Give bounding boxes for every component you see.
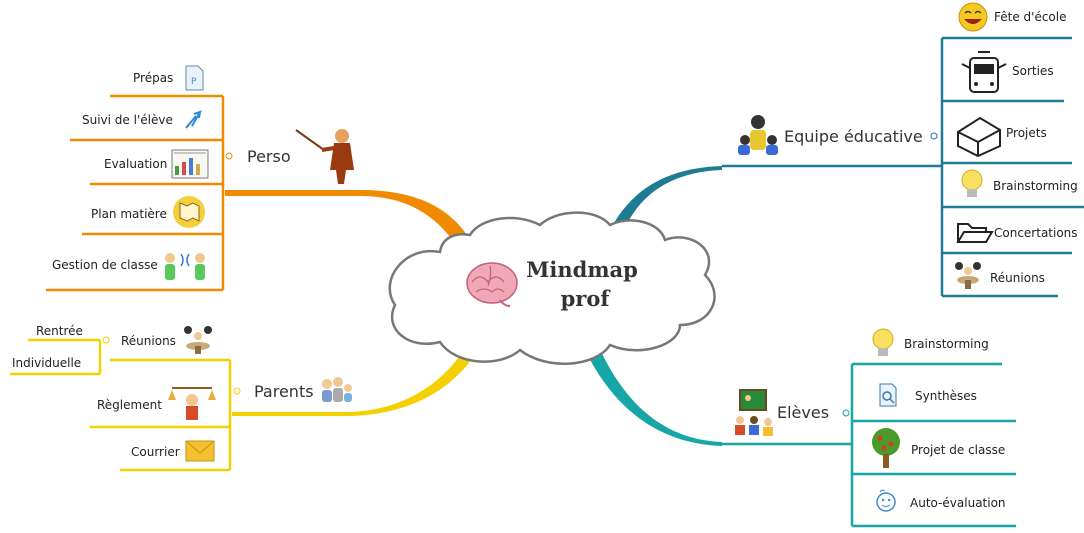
equipe-item-fete[interactable]: Fête d'école [994,10,1067,24]
arrow-icon [185,110,203,129]
eleves-item-brainstorming[interactable]: Brainstorming [904,337,989,351]
equipe-item-projets[interactable]: Projets [1006,126,1047,140]
perso-item-gestion-classe[interactable]: Gestion de classe [52,258,158,272]
perso-item-plan-matiere[interactable]: Plan matière [91,207,167,221]
folder-icon [956,223,994,243]
branch-label-parents[interactable]: Parents [254,382,314,401]
smiley-icon [958,2,988,32]
justice-scale-icon [168,387,216,420]
perso-item-prepas[interactable]: Prépas [133,71,173,85]
parents-item-reglement[interactable]: Règlement [97,398,162,412]
perso-item-suivi[interactable]: Suivi de l'élève [82,113,173,127]
parents-reunions-child-rentree[interactable]: Rentrée [36,324,83,338]
map-icon [173,196,205,228]
people-exchange-icon [165,253,205,280]
lightbulb-icon [872,328,894,356]
brain-icon [466,262,518,307]
envelope-icon [185,440,215,462]
branch-connector-parents [232,340,478,416]
center-cloud [388,211,716,365]
chart-board-icon [171,149,209,179]
eleves-item-auto-evaluation[interactable]: Auto-évaluation [910,496,1006,510]
meeting-icon [955,262,981,289]
parents-item-reunions[interactable]: Réunions [121,334,176,348]
document-icon: P [185,65,204,91]
branch-label-perso[interactable]: Perso [247,147,291,166]
self-eval-icon [876,489,896,512]
students-board-icon [735,389,773,436]
team-icon [738,115,778,155]
parents-item-courrier[interactable]: Courrier [131,445,180,459]
eleves-item-projet-classe[interactable]: Projet de classe [911,443,1005,457]
equipe-item-concertations[interactable]: Concertations [994,226,1078,240]
tree-icon [872,428,900,468]
equipe-item-reunions[interactable]: Réunions [990,271,1045,285]
lightbulb-icon [961,169,983,197]
perso-item-evaluation[interactable]: Evaluation [104,157,167,171]
box-icon [957,116,1001,158]
meeting-icon [184,326,212,354]
parents-reunions-child-individuelle[interactable]: Individuelle [12,356,81,370]
equipe-item-sorties[interactable]: Sorties [1012,64,1054,78]
teacher-pointer-icon [295,129,354,184]
branch-label-equipe[interactable]: Equipe éducative [784,127,923,146]
center-title-line2: prof [561,286,612,311]
branch-connector-eleves [586,345,722,446]
bus-icon [961,51,1007,93]
center-title-line1: Mindmap [526,257,638,282]
family-icon [322,377,352,402]
search-doc-icon [879,383,897,407]
equipe-item-brainstorming[interactable]: Brainstorming [993,179,1078,193]
svg-text:P: P [191,77,197,87]
eleves-item-syntheses[interactable]: Synthèses [915,389,977,403]
branch-label-eleves[interactable]: Elèves [777,403,829,422]
branch-connector-perso [225,190,475,254]
